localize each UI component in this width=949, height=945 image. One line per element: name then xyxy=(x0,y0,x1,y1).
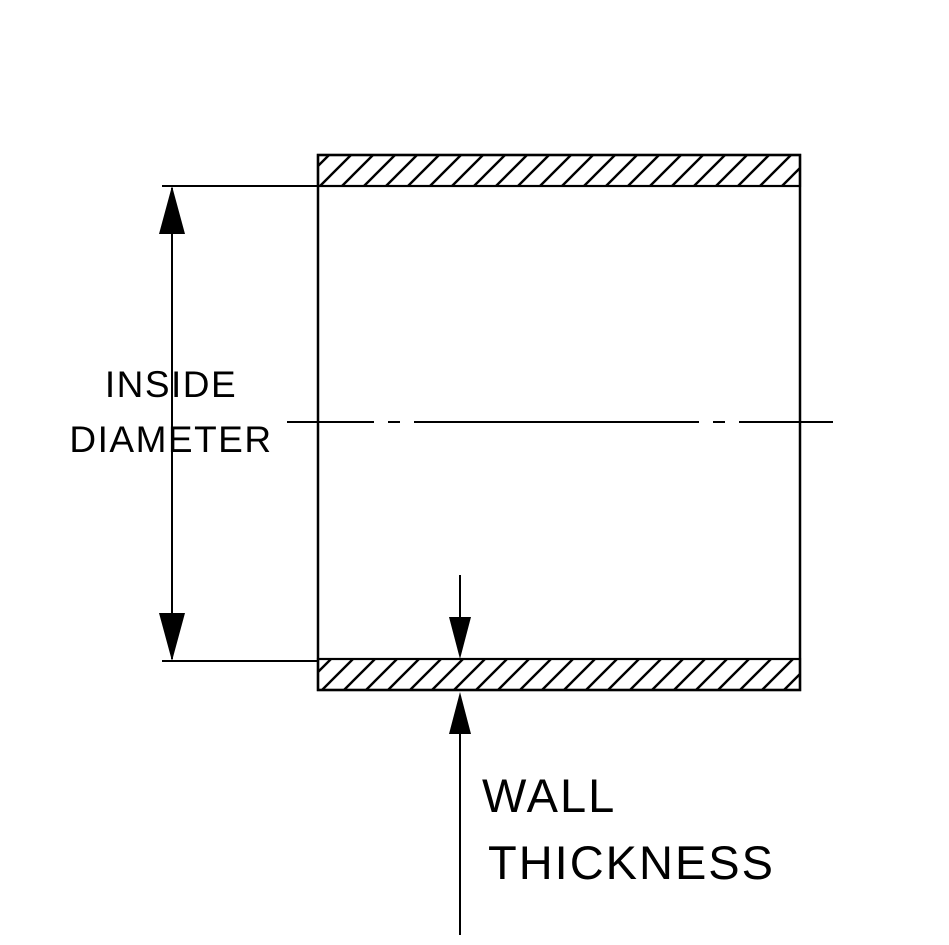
wall-thickness-arrow-down-icon xyxy=(449,617,471,659)
inside-diameter-arrow-down-icon xyxy=(159,613,185,661)
bottom-wall-hatch xyxy=(316,657,802,692)
wall-thickness-label-line2: THICKNESS xyxy=(488,836,775,889)
wall-thickness-label-line1: WALL xyxy=(482,769,616,822)
inside-diameter-label-line2: DIAMETER xyxy=(69,419,272,460)
inside-diameter-arrow-up-icon xyxy=(159,186,185,234)
wall-thickness-arrow-up-icon xyxy=(449,692,471,734)
top-wall-hatch xyxy=(316,153,802,188)
inside-diameter-label-line1: INSIDE xyxy=(105,364,237,405)
